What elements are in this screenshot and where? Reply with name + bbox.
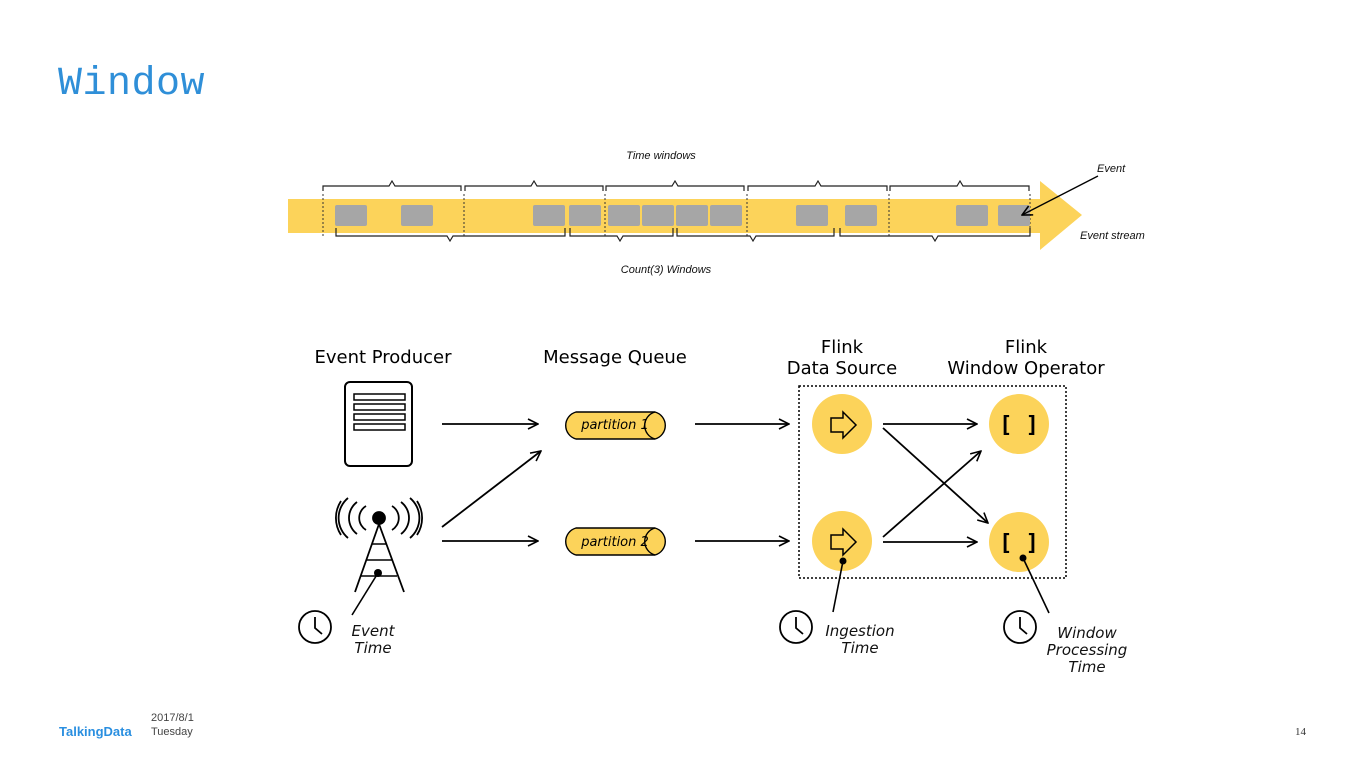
window-operator-node-2: [ ] [989,512,1049,572]
footer-date: 2017/8/1 [151,712,194,724]
window-operator-node-1: [ ] [989,394,1049,454]
ingestion-time-label-line2: Time [841,639,878,657]
event-stream-label: Event stream [1080,230,1145,242]
data-source-header-line2: Data Source [787,358,898,379]
data-source-node-2 [812,511,872,571]
partition-1: partition 1 [565,411,666,440]
window-operator-header-line1: Flink [1005,337,1048,358]
footer-date-block: 2017/8/1 Tuesday [151,711,194,739]
event-block [401,205,433,226]
event-time-label-line1: Event [352,622,396,640]
event-block [710,205,742,226]
data-source-header-line1: Flink [821,337,864,358]
ingestion-time-label-line1: Ingestion [825,622,894,640]
event-time-pointer [351,572,379,616]
flink-job-boundary [798,385,1067,579]
clock-icon [1003,610,1037,644]
brand-logo: TalkingData [59,724,132,739]
message-queue-header: Message Queue [543,347,687,368]
event-block [998,205,1030,226]
event-block [335,205,367,226]
window-bracket-icon: [ ] [999,413,1039,438]
processing-time-label-line2: Processing [1047,641,1128,659]
slide-title: Window [58,62,206,107]
time-window-braces [322,179,1030,191]
server-icon [344,381,413,467]
right-arrow-icon [830,410,858,440]
event-time-label-line2: Time [354,639,391,657]
flink-flow-diagram: Event Producer Message Queue Flink Data … [298,337,1128,676]
event-block [796,205,828,226]
partition-1-label: partition 1 [580,418,649,433]
event-block [676,205,708,226]
event-block [845,205,877,226]
event-block [956,205,988,226]
window-operator-header-line2: Window Operator [947,358,1105,379]
processing-time-pointer [1022,557,1050,614]
partition-2-label: partition 2 [580,535,649,550]
partition-2: partition 2 [565,527,666,556]
processing-time-label-line1: Window [1057,624,1117,642]
right-arrow-icon [830,527,858,557]
event-block [642,205,674,226]
footer-weekday: Tuesday [151,726,193,738]
clock-icon [298,610,332,644]
flow-arrow [441,451,541,528]
flow-arrows [441,424,988,542]
event-block [608,205,640,226]
event-pointer-line [1022,175,1099,215]
page-number: 14 [1295,726,1306,738]
window-bracket-icon: [ ] [999,531,1039,556]
event-blocks [335,205,1030,226]
event-block [569,205,601,226]
flow-arrow [882,427,988,523]
count-window-braces [335,228,1031,243]
time-windows-label: Time windows [626,150,696,162]
clock-icon [779,610,813,644]
processing-time-label-line3: Time [1068,658,1105,676]
flow-arrow [882,451,981,538]
count-windows-label: Count(3) Windows [621,264,712,276]
antenna-tower-icon [335,497,423,593]
event-producer-header: Event Producer [314,347,452,368]
event-stream-diagram: Time windows Count(3) Windows Event Even… [288,150,1145,276]
event-block [533,205,565,226]
event-label: Event [1097,163,1126,175]
data-source-node-1 [812,394,872,454]
ingestion-time-pointer [832,560,844,613]
